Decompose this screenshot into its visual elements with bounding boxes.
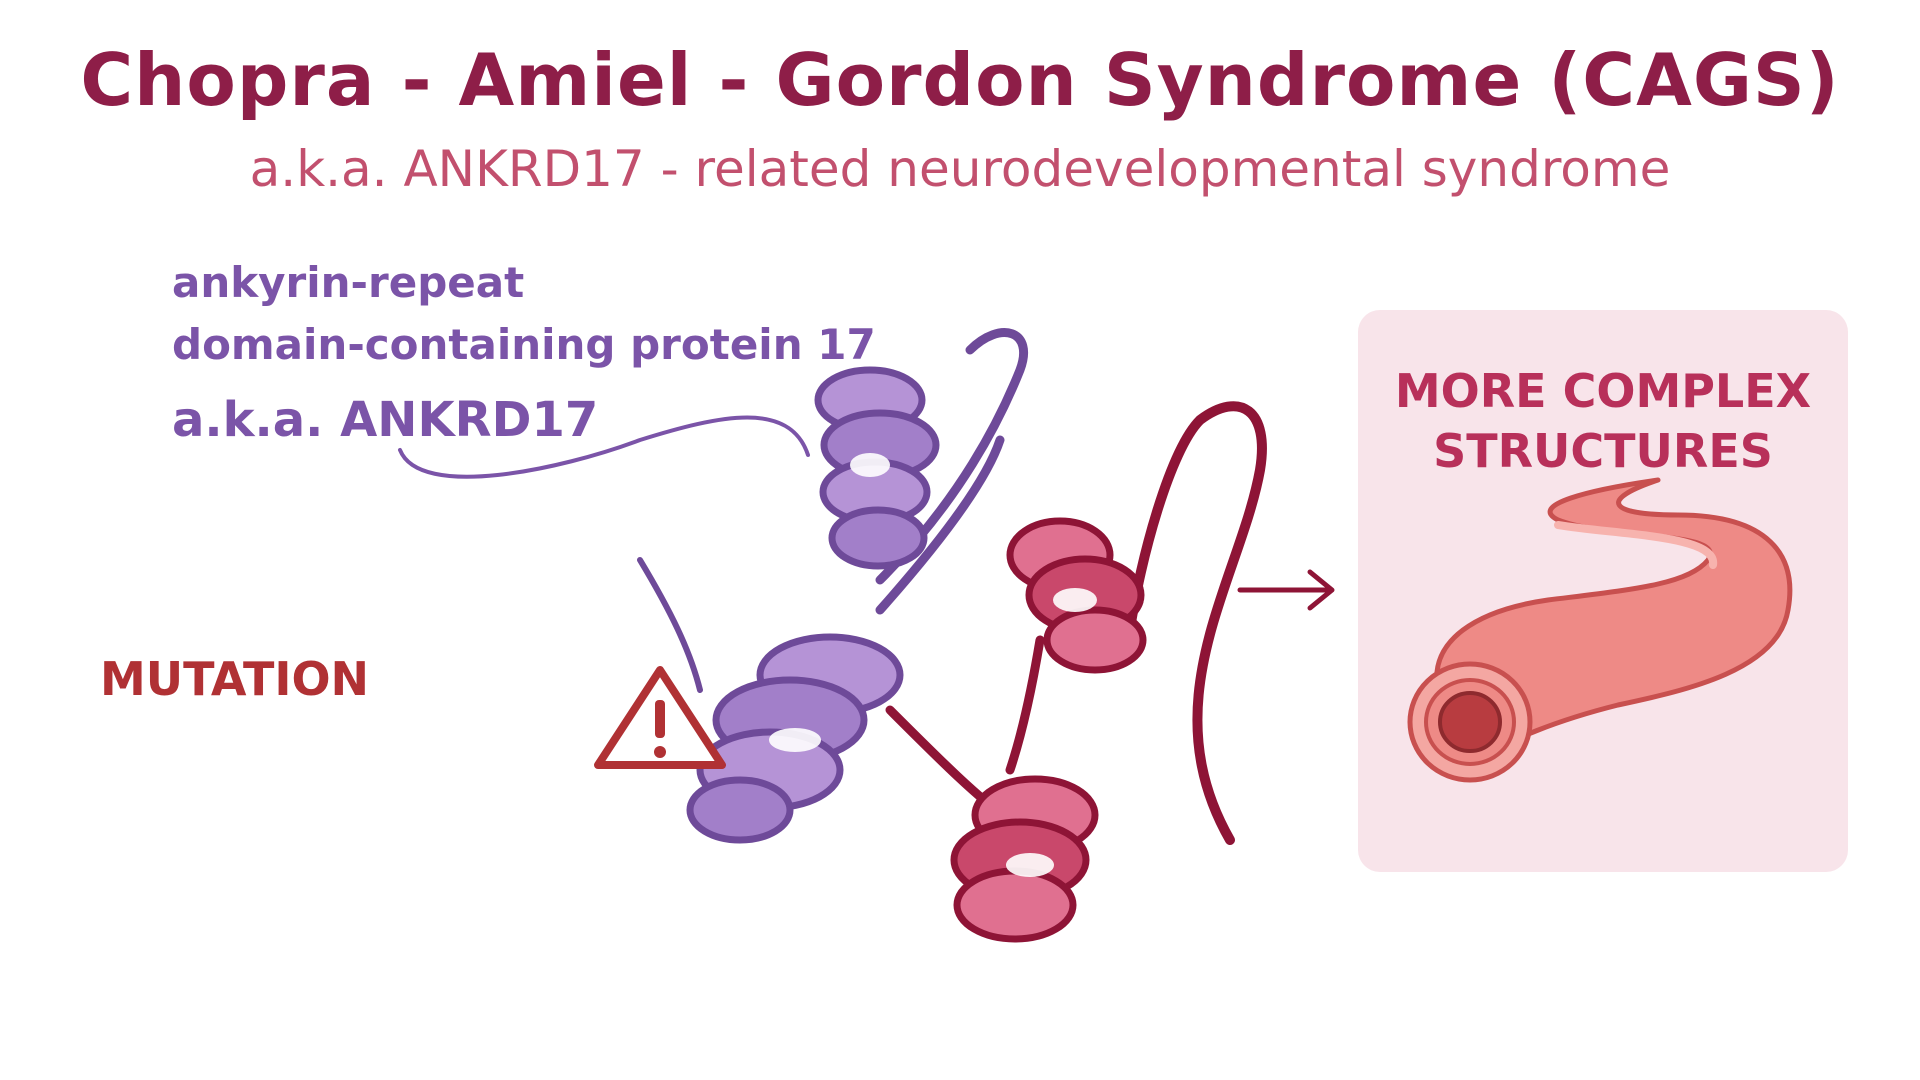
warning-triangle-icon <box>594 666 726 769</box>
blood-vessel-illustration <box>1407 477 1793 783</box>
protein-label-line2: domain-containing protein 17 <box>172 320 876 369</box>
mutation-label: MUTATION <box>100 652 370 706</box>
result-panel-line1: MORE COMPLEX <box>1394 364 1812 418</box>
page-subtitle: a.k.a. ANKRD17 - related neurodevelopmen… <box>249 140 1671 198</box>
label-leader-line <box>398 415 810 479</box>
arrow-right-icon <box>1237 569 1335 611</box>
page-title: Chopra - Amiel - Gordon Syndrome (CAGS) <box>80 38 1840 122</box>
result-panel-line2: STRUCTURES <box>1433 424 1773 478</box>
protein-label-line3: a.k.a. ANKRD17 <box>172 392 599 448</box>
result-panel: MORE COMPLEX STRUCTURES <box>1358 310 1848 872</box>
purple-protein <box>637 328 1029 844</box>
protein-label-line1: ankyrin-repeat <box>172 258 525 307</box>
red-protein <box>885 401 1267 943</box>
